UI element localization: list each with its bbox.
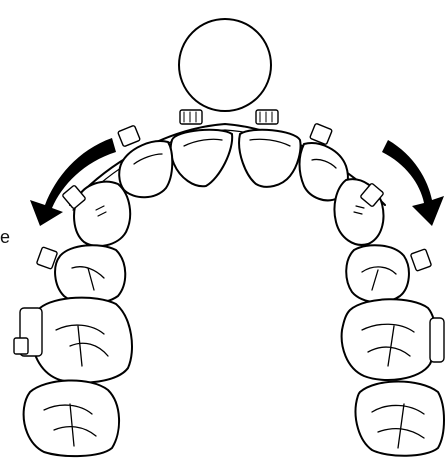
bracket-premolar-left bbox=[36, 246, 58, 270]
bracket-canine-left bbox=[62, 185, 86, 209]
bracket-lateral-left bbox=[117, 125, 141, 147]
bracket-premolar-right bbox=[410, 248, 432, 272]
molar-right-lower bbox=[354, 380, 445, 457]
left-rotation-arrow bbox=[30, 138, 116, 226]
molar-left-upper bbox=[31, 296, 133, 384]
bracket-canine-right bbox=[360, 183, 384, 207]
central-incisor-left bbox=[169, 128, 234, 188]
right-rotation-arrow bbox=[382, 140, 444, 226]
bracket-central-left bbox=[179, 109, 203, 125]
molar-tube-left bbox=[13, 337, 29, 355]
lateral-incisor-left bbox=[118, 140, 174, 199]
bracket-central-right bbox=[255, 109, 279, 125]
cropped-side-label: e bbox=[0, 227, 11, 247]
central-incisor-right bbox=[238, 128, 302, 188]
molar-right-upper bbox=[340, 298, 437, 381]
round-object bbox=[178, 18, 272, 112]
molar-band-right bbox=[429, 317, 445, 363]
premolar-right bbox=[345, 244, 410, 304]
bracket-lateral-right bbox=[309, 123, 333, 145]
